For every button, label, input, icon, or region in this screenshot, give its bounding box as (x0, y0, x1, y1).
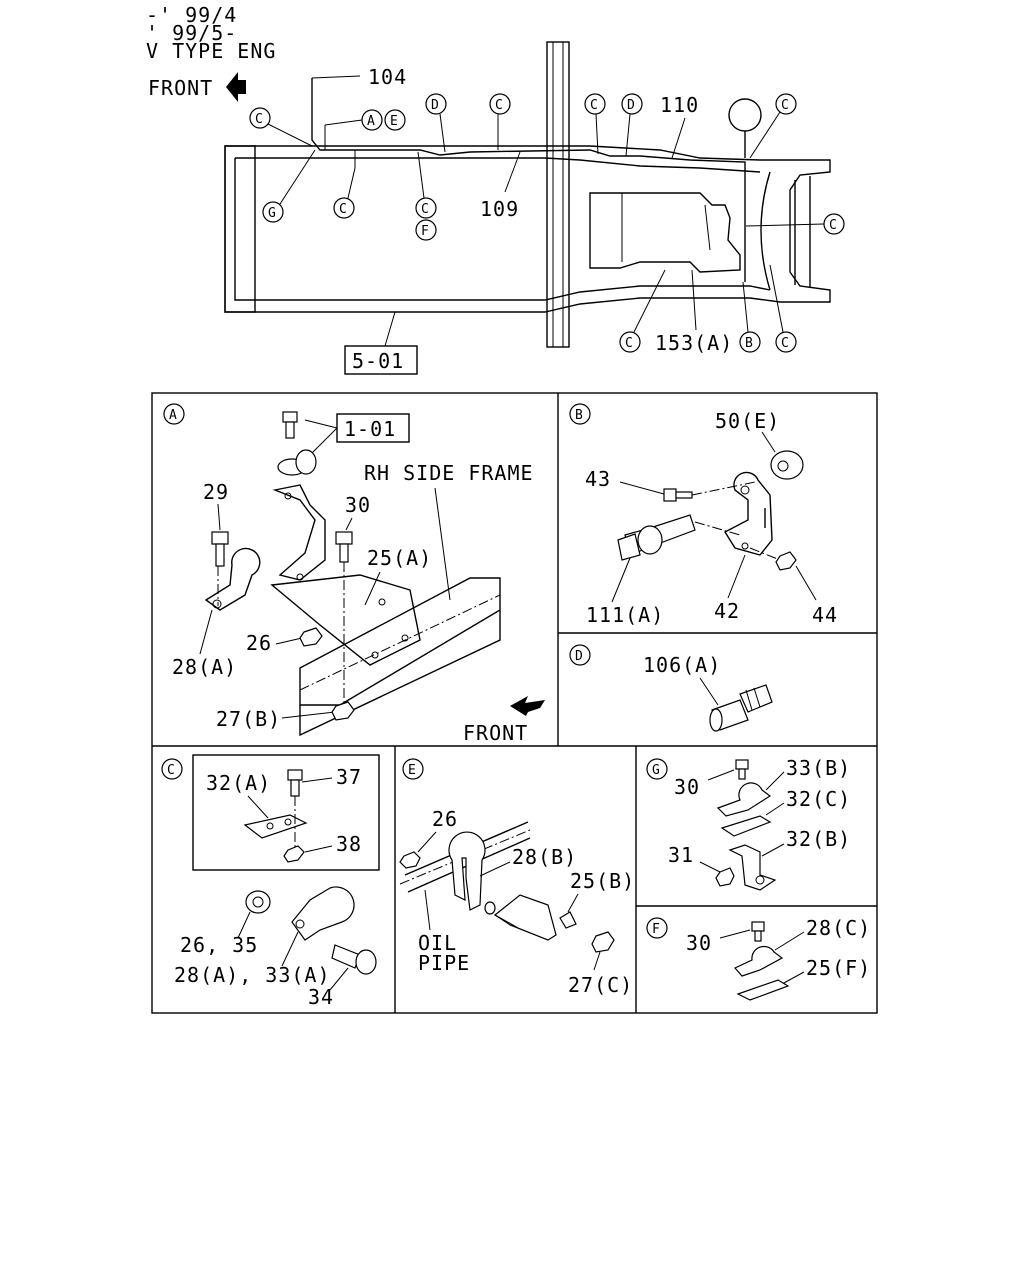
callout-c-8: C (619, 331, 641, 353)
part-25b: 25(B) (570, 869, 635, 893)
svg-text:C: C (781, 336, 789, 351)
part-26: 26 (246, 631, 272, 655)
part-30: 30 (345, 493, 371, 517)
svg-text:C: C (421, 202, 429, 217)
callout-g: G (262, 201, 284, 223)
part-label-109: 109 (480, 197, 519, 221)
part-32a: 32(A) (206, 771, 271, 795)
front-label: FRONT (148, 76, 213, 100)
callout-c-5: C (333, 197, 355, 219)
oil-label: OIL (418, 931, 457, 955)
part-30-g: 30 (674, 775, 700, 799)
part-42: 42 (714, 599, 740, 623)
ref-box-5-01: 5-01 (352, 349, 404, 373)
callout-d-1: D (425, 93, 447, 115)
callout-e: E (384, 109, 406, 131)
svg-text:D: D (627, 98, 635, 113)
panel-a-front-arrow-icon (510, 696, 545, 716)
part-38: 38 (336, 832, 362, 856)
chassis-overview: 104 109 110 153(A) 5-01 (224, 41, 831, 375)
overview-callouts: C A E D C C D C G C C F C C B C (249, 93, 845, 353)
part-label-153a: 153(A) (655, 331, 733, 355)
callout-c-1: C (249, 107, 271, 129)
part-28c: 28(C) (806, 916, 871, 940)
svg-text:C: C (339, 202, 347, 217)
ref-box-1-01: 1-01 (344, 417, 396, 441)
callout-c-4: C (775, 93, 797, 115)
callout-d-2: D (621, 93, 643, 115)
panel-f-letter: F (652, 922, 660, 937)
panel-g-letter: G (652, 763, 660, 778)
callout-a: A (361, 109, 383, 131)
svg-text:D: D (431, 98, 439, 113)
callout-c-7: C (823, 213, 845, 235)
part-32b: 32(B) (786, 827, 851, 851)
part-30-f: 30 (686, 931, 712, 955)
svg-text:C: C (255, 112, 263, 127)
panel-a: A 1-01 29 30 25(A) (163, 403, 545, 745)
svg-text:C: C (781, 98, 789, 113)
svg-text:E: E (390, 114, 398, 129)
part-37: 37 (336, 765, 362, 789)
svg-text:C: C (625, 336, 633, 351)
callout-c-2: C (489, 93, 511, 115)
svg-text:F: F (421, 224, 429, 239)
part-29: 29 (203, 480, 229, 504)
callout-b: B (739, 331, 761, 353)
pipe-label: PIPE (418, 951, 470, 975)
panel-c-letter: C (167, 763, 175, 778)
panel-d: D 106(A) (569, 644, 773, 732)
panel-c: C 32(A) 37 38 26, 35 28(A), 33(A) 34 (161, 754, 380, 1009)
svg-text:B: B (745, 336, 753, 351)
part-27c: 27(C) (568, 973, 633, 997)
part-33b: 33(B) (786, 756, 851, 780)
part-34: 34 (308, 985, 334, 1009)
part-28a-33a: 28(A), 33(A) (174, 963, 331, 987)
part-111a: 111(A) (586, 603, 664, 627)
date-range-end: ' 99/5- (146, 21, 237, 45)
part-31: 31 (668, 843, 694, 867)
callout-c-6: C (415, 197, 437, 219)
part-26-e: 26 (432, 807, 458, 831)
panel-e: E OIL PIPE 26 28(B) 25(B) 27(C) (399, 758, 635, 997)
svg-text:C: C (590, 98, 598, 113)
detail-grid (151, 392, 878, 1014)
panel-g: G 30 33(B) 32(C) 31 32(B) (646, 756, 851, 891)
panel-a-letter: A (169, 408, 177, 423)
part-43: 43 (585, 467, 611, 491)
panel-b: B 50(E) 43 111(A) 42 44 (569, 403, 838, 627)
panel-d-letter: D (575, 649, 583, 664)
engine-type: V TYPE ENG (146, 39, 276, 63)
part-26-35: 26, 35 (180, 933, 258, 957)
part-25f: 25(F) (806, 956, 871, 980)
part-label-110: 110 (660, 93, 699, 117)
panel-e-letter: E (408, 763, 416, 778)
callout-f: F (415, 219, 437, 241)
part-27b: 27(B) (216, 707, 281, 731)
panel-f: F 30 28(C) 25(F) (646, 916, 871, 1001)
svg-text:G: G (268, 206, 276, 221)
part-label-104: 104 (368, 65, 407, 89)
panel-a-front-label: FRONT (463, 721, 528, 745)
part-44: 44 (812, 603, 838, 627)
part-106a: 106(A) (643, 653, 721, 677)
part-28b: 28(B) (512, 845, 577, 869)
part-28a: 28(A) (172, 655, 237, 679)
part-25a: 25(A) (367, 546, 432, 570)
front-arrow-icon (226, 72, 246, 102)
date-range-start: -' 99/4 (146, 3, 237, 27)
frame-label: RH SIDE FRAME (364, 461, 534, 485)
svg-text:A: A (367, 114, 375, 129)
callout-c-3: C (584, 93, 606, 115)
callout-c-9: C (775, 331, 797, 353)
svg-text:C: C (495, 98, 503, 113)
part-32c: 32(C) (786, 787, 851, 811)
svg-text:C: C (829, 218, 837, 233)
panel-b-letter: B (575, 408, 583, 423)
part-50e: 50(E) (715, 409, 780, 433)
